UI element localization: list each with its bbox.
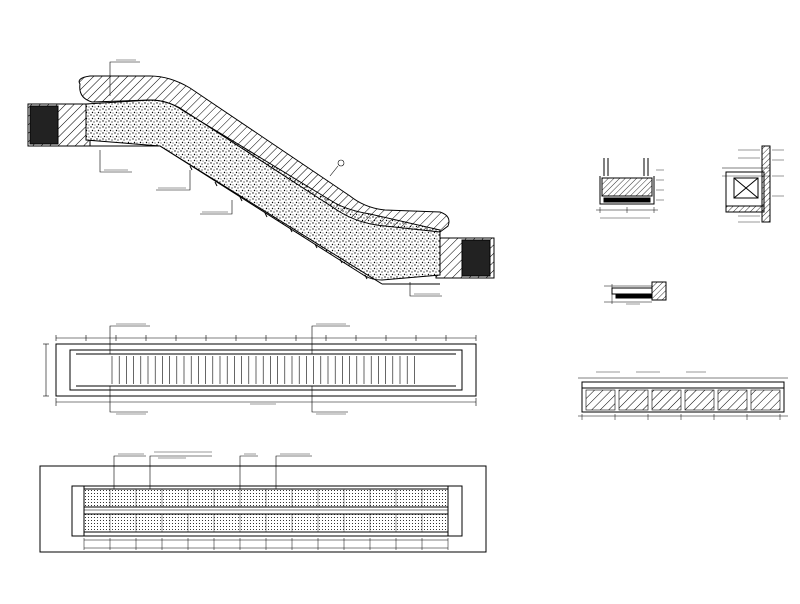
- finish-outer-frame: [39, 465, 487, 553]
- finish-right-end: [447, 485, 463, 537]
- cladding-panel: [750, 389, 781, 411]
- handrail-band: [78, 75, 450, 233]
- upper-floor-slab-dark: [29, 105, 59, 145]
- elevation-cladding-strip: [578, 371, 788, 420]
- finish-leaders: [113, 455, 312, 489]
- finish-label-stubs: [118, 451, 310, 459]
- cladding-panel: [684, 389, 715, 411]
- finish-left-end: [71, 485, 85, 537]
- plan-leaders: [109, 325, 350, 413]
- plan-inner-frame: [69, 349, 463, 391]
- detail-small-connection: [604, 281, 667, 305]
- escalator-plan-treads: [43, 323, 477, 415]
- cladding-panels: [585, 389, 781, 411]
- pit-fill: [601, 177, 653, 197]
- finish-panel-divisions: [83, 489, 449, 532]
- section-leaders: [99, 61, 442, 297]
- cladding-panel: [618, 389, 649, 411]
- section-label-stubs: [104, 59, 440, 295]
- escalator-plan-finish: [39, 451, 487, 553]
- truss-body: [85, 99, 441, 281]
- soffit-ticks: [189, 165, 368, 280]
- detail-pit-section: [596, 158, 664, 219]
- lower-floor-slab-dark: [461, 239, 491, 277]
- escalator-section: [27, 59, 495, 297]
- plan-treads: [111, 356, 415, 384]
- cladding-panel: [651, 389, 682, 411]
- plan-label-stubs: [116, 323, 346, 415]
- underside-slope: [159, 145, 383, 285]
- detail-support-section: [722, 145, 784, 223]
- cladding-panel: [585, 389, 616, 411]
- finish-dim-ticks: [83, 538, 449, 550]
- plan-top-dimension-ticks: [55, 335, 477, 341]
- plan-outer-frame: [55, 343, 477, 397]
- cladding-panel: [717, 389, 748, 411]
